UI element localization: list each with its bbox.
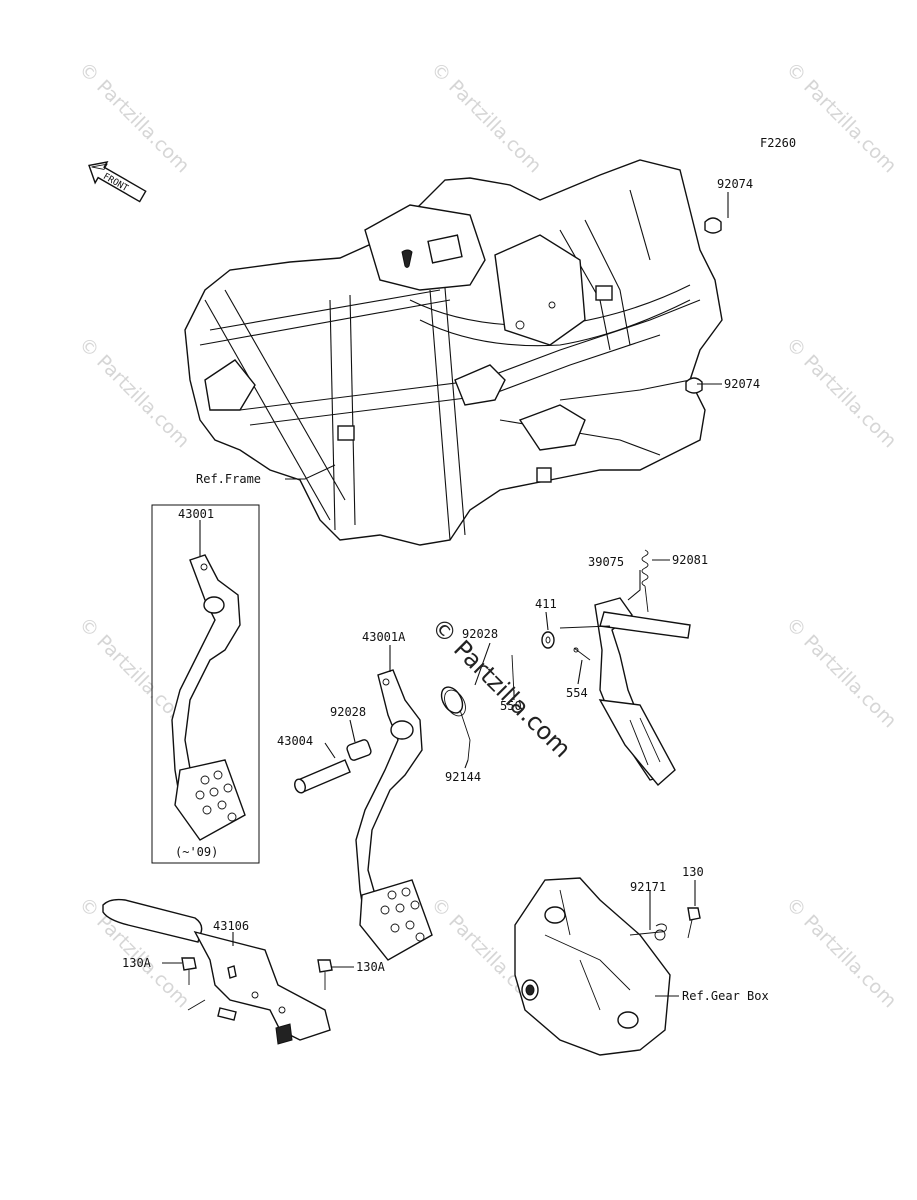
- spring-92081: [641, 549, 649, 613]
- brake-pedal-43001A: [355, 669, 433, 961]
- ref-gear-box-label: Ref.Gear Box: [682, 989, 769, 1003]
- part-label: 39075: [588, 555, 624, 569]
- part-label: 130: [682, 865, 704, 879]
- part-label: 92074: [724, 377, 760, 391]
- part-label: 92074: [717, 177, 753, 191]
- return-spring-92144: [440, 686, 471, 761]
- watermark: © Partzilla.com: [74, 333, 193, 452]
- watermark: © Partzilla.com: [781, 333, 900, 452]
- part-label: 43001: [178, 507, 214, 521]
- bolt-130A-right: [317, 959, 333, 990]
- collar-92028-lower: [346, 739, 372, 761]
- brake-pedal-43001: [171, 554, 246, 841]
- part-label: 130A: [356, 960, 386, 974]
- variant-note: (~'09): [175, 845, 218, 859]
- leader-lines: [162, 192, 729, 997]
- part-label: 43004: [277, 734, 313, 748]
- parking-brake-lever-43106: [102, 898, 331, 1045]
- part-label: 554: [566, 686, 588, 700]
- part-label: 130A: [122, 956, 152, 970]
- part-label: 550: [500, 699, 522, 713]
- cap-92074-top: [704, 217, 722, 234]
- watermark: © Partzilla.com: [781, 58, 900, 177]
- part-label: 92171: [630, 880, 666, 894]
- pivot-pin-43004: [294, 759, 351, 794]
- part-label: 43106: [213, 919, 249, 933]
- part-labels: 92074 92074 43001 39075 92081 411 92028 …: [122, 177, 760, 974]
- gear-box-assembly: [514, 877, 671, 1056]
- ref-frame-label: Ref.Frame: [196, 472, 261, 486]
- part-label: 92144: [445, 770, 481, 784]
- frame-assembly: [184, 159, 723, 546]
- part-label: 43001A: [362, 630, 406, 644]
- pin-550: [511, 654, 515, 696]
- figure-code: F2260: [760, 136, 796, 150]
- bolt-130A-left: [181, 957, 197, 985]
- part-label: 92028: [462, 627, 498, 641]
- variant-inset-box: [151, 504, 260, 864]
- washer-411: [541, 631, 555, 649]
- bolt-130: [687, 907, 701, 939]
- part-label: 411: [535, 597, 557, 611]
- watermark: © Partzilla.com: [781, 613, 900, 732]
- front-arrow-icon: FRONT: [88, 161, 147, 203]
- clip-92171: [629, 923, 667, 941]
- pedal-arm-39075: [559, 597, 691, 787]
- part-label: 92081: [672, 553, 708, 567]
- cap-92074-mid: [685, 377, 703, 394]
- part-label: 92028: [330, 705, 366, 719]
- watermark: © Partzilla.com: [74, 58, 193, 177]
- watermark: © Partzilla.com: [426, 58, 545, 177]
- cotter-pin-554: [573, 647, 591, 661]
- watermark: © Partzilla.com: [781, 893, 900, 1012]
